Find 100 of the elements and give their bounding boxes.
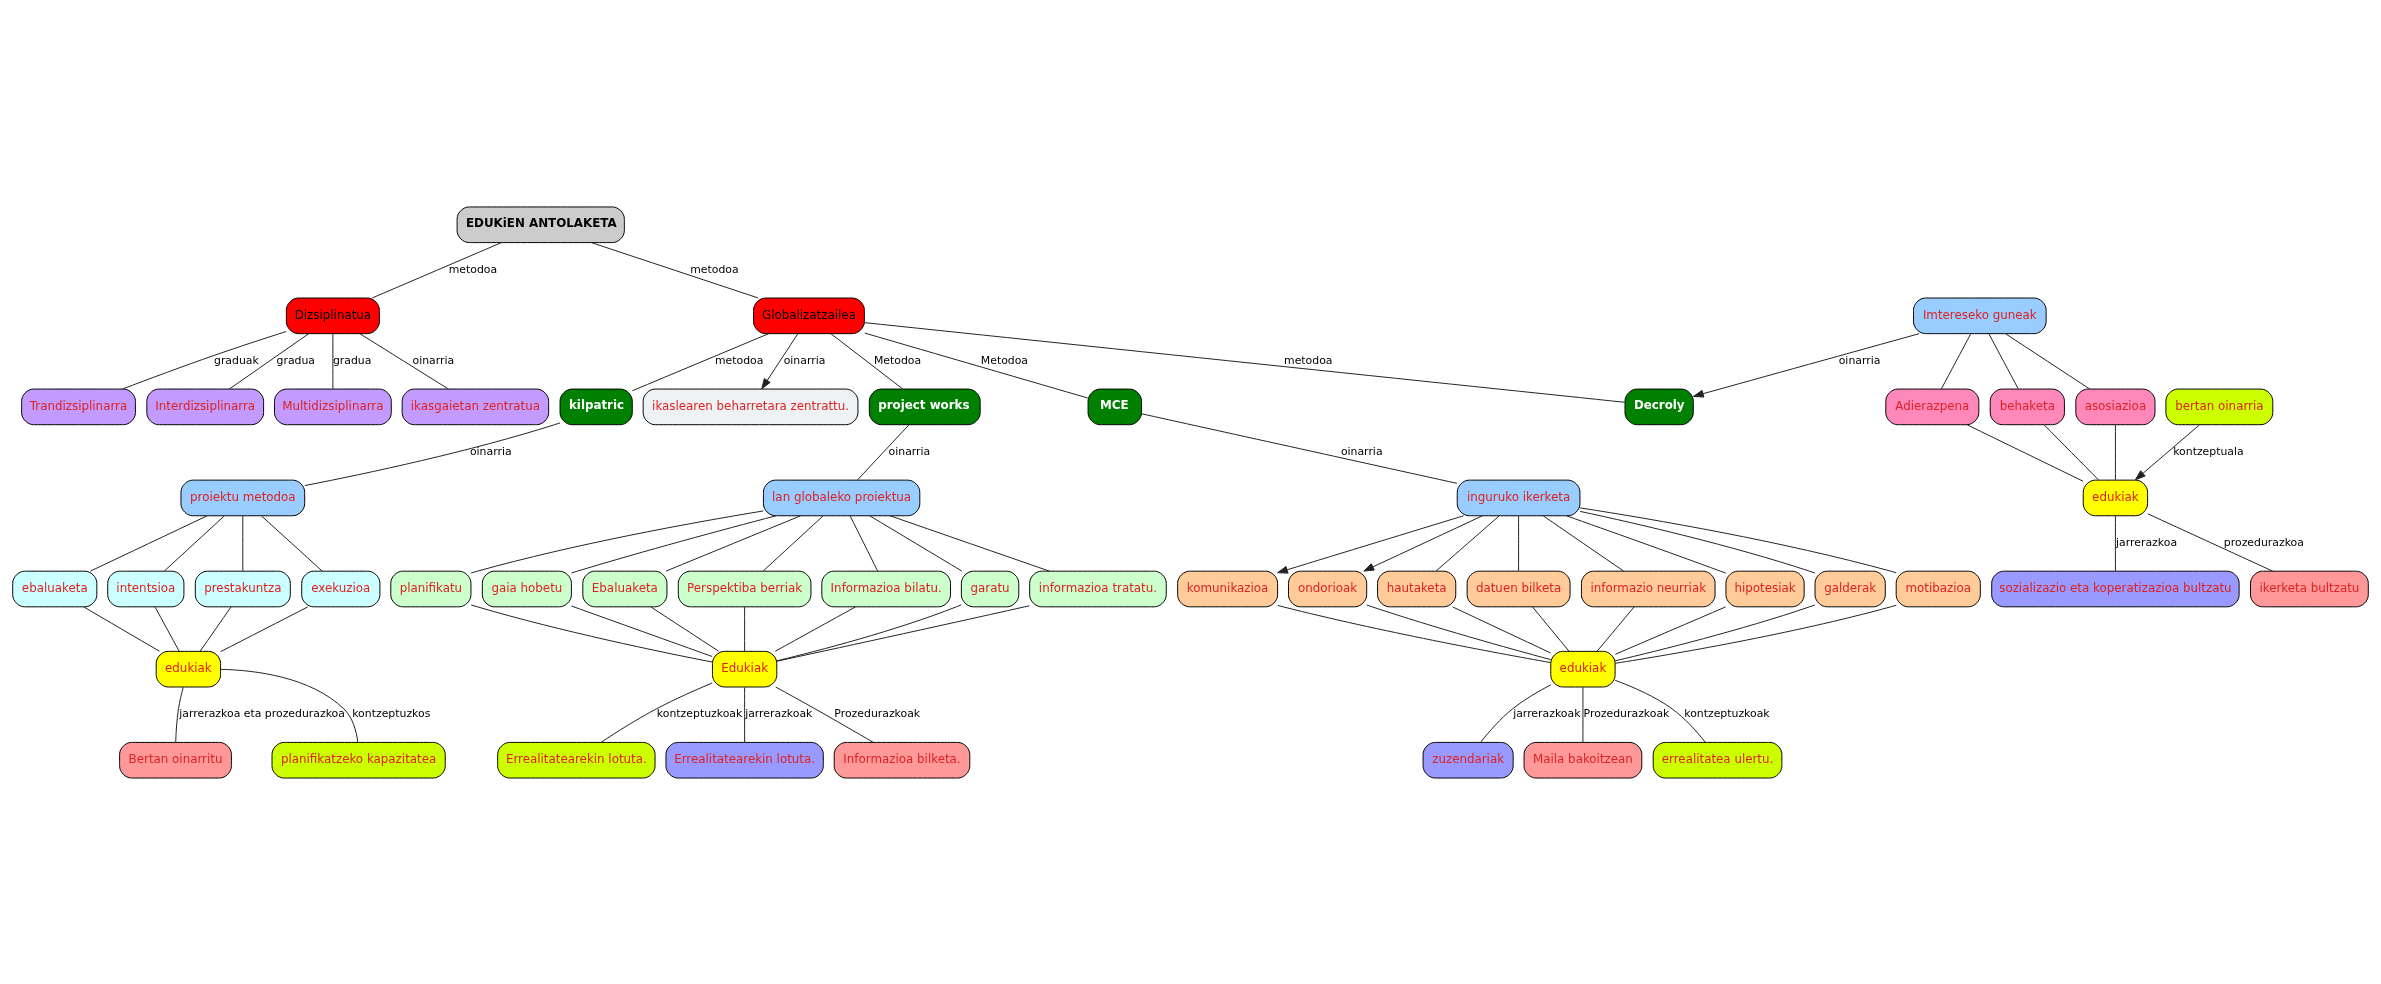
connector xyxy=(242,515,244,571)
connector xyxy=(591,241,759,298)
node-box: Decroly xyxy=(1624,388,1694,425)
node-box: edukiak xyxy=(2082,479,2149,516)
node-box: Maila bakoitzean xyxy=(1523,741,1643,779)
node-box: errealitatea ulertu. xyxy=(1652,741,1783,779)
node-box: MCE xyxy=(1087,388,1142,425)
edge-label: oinarria xyxy=(1838,353,1881,367)
edge-label: kontzeptuzkoak xyxy=(656,706,743,720)
connector xyxy=(1582,686,1584,743)
node-box: intentsioa xyxy=(107,570,185,607)
node-box: Errealitatearekin lotuta. xyxy=(665,741,824,779)
connector xyxy=(857,424,910,480)
node-box: prestakuntza xyxy=(194,570,291,607)
edge-label: oinarria xyxy=(1340,444,1383,458)
node-box: Trandizsiplinarra xyxy=(21,388,136,425)
node-box: ikasgaietan zentratua xyxy=(401,388,550,425)
node-box: galderak xyxy=(1814,570,1886,607)
connector xyxy=(199,605,232,652)
connector xyxy=(1614,679,1706,743)
node-box: Imtereseko guneak xyxy=(1913,297,2047,334)
edge-label: Prozedurazkoak xyxy=(834,706,921,720)
node-box: behaketa xyxy=(1989,388,2065,425)
connector xyxy=(744,686,746,743)
edge-label: metodoa xyxy=(714,353,764,367)
node-box: Adierazpena xyxy=(1885,388,1980,425)
edge-label: jarrerazkoa eta prozedurazkoa xyxy=(179,706,345,720)
connector xyxy=(1596,605,1635,652)
node-box: Globalizatzailea xyxy=(753,297,865,334)
connector xyxy=(2114,515,2116,571)
connector xyxy=(600,682,713,743)
connector xyxy=(470,509,764,574)
node-box: ebaluaketa xyxy=(12,570,98,607)
connector xyxy=(762,515,824,571)
edge-label: kontzeptuzkos xyxy=(352,706,431,720)
node-box: hautaketa xyxy=(1377,570,1457,607)
edge-label: kontzeptuala xyxy=(2173,444,2244,458)
node-box: gaia hobetu xyxy=(481,570,572,607)
node-box: motibazioa xyxy=(1895,570,1981,607)
connector xyxy=(863,321,1626,403)
node-box: ikerketa bultzatu xyxy=(2250,570,2369,607)
node-box: ikaslearen beharretara zentrattu. xyxy=(642,388,859,425)
arrow xyxy=(1363,514,1483,572)
connector xyxy=(1480,683,1552,742)
connector xyxy=(1277,604,1552,663)
connector xyxy=(1141,412,1458,484)
connector xyxy=(1435,515,1500,571)
connector xyxy=(2005,332,2091,389)
connector xyxy=(650,605,720,652)
connector xyxy=(83,605,160,652)
connector xyxy=(1518,515,1520,571)
connector xyxy=(869,514,963,572)
connector xyxy=(220,668,359,742)
edge-label: kontzeptuzkoak xyxy=(1684,706,1770,720)
connector xyxy=(665,514,802,572)
node-box: hipotesiak xyxy=(1725,570,1805,607)
node-box: EDUKiEN ANTOLAKETA xyxy=(456,205,625,243)
node-box: proiektu metodoa xyxy=(180,479,306,516)
node-box: inguruko ikerketa xyxy=(1456,479,1581,516)
connector xyxy=(1966,423,2084,482)
connector xyxy=(631,332,770,391)
node-box: komunikazioa xyxy=(1177,570,1279,607)
node-box: Bertan oinarritu xyxy=(119,741,232,779)
node-box: Errealitatearekin lotuta. xyxy=(497,741,656,779)
node-box: Informazioa bilatu. xyxy=(821,570,951,607)
node-box: planifikatzeko kapazitatea xyxy=(271,741,446,779)
edge-label: metodoa xyxy=(690,262,739,276)
edge-label: Prozedurazkoak xyxy=(1583,706,1670,720)
connector xyxy=(154,605,180,652)
node-box: lan globaleko proiektua xyxy=(762,479,921,516)
connector xyxy=(2114,424,2116,480)
node-box: planifikatu xyxy=(390,570,472,607)
connector xyxy=(864,332,1089,398)
connector xyxy=(1542,514,1625,572)
connector xyxy=(849,515,879,571)
edge-label: Metodoa xyxy=(980,353,1029,367)
node-box: Informazioa bilketa. xyxy=(833,741,971,779)
edge-label: jarrerazkoak xyxy=(745,706,813,720)
node-box: edukiak xyxy=(155,650,222,687)
edge-label: jarrerazkoa xyxy=(2116,535,2178,549)
node-box: exekuzioa xyxy=(301,570,381,607)
node-box: sozializazio eta koperatizazioa bultzatu xyxy=(1991,570,2240,607)
connector xyxy=(1614,603,1816,661)
connector xyxy=(1452,605,1552,653)
connector xyxy=(163,515,225,571)
node-box: Edukiak xyxy=(711,650,778,687)
arrow xyxy=(1277,514,1465,574)
arrow xyxy=(2134,424,2200,480)
connector xyxy=(121,330,287,390)
connector xyxy=(889,514,1050,572)
connector xyxy=(776,604,1030,662)
node-box: informazio neurriak xyxy=(1580,570,1716,607)
connector xyxy=(371,241,502,298)
node-box: informazioa tratatu. xyxy=(1029,570,1167,607)
edge-label: metodoa xyxy=(448,262,498,276)
edge-label: oinarria xyxy=(783,353,826,367)
node-box: bertan oinarria xyxy=(2165,388,2274,425)
connector xyxy=(1614,605,1727,655)
connector xyxy=(1579,506,1897,573)
connector xyxy=(359,332,449,389)
